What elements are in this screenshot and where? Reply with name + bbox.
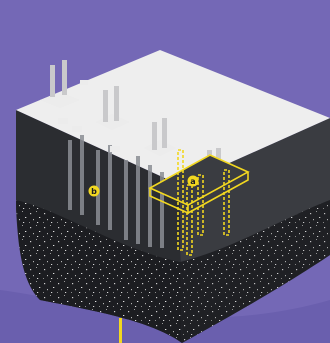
pile: [136, 156, 140, 244]
callout-label-b: b: [91, 187, 97, 196]
block-marker: [72, 126, 82, 132]
block-marker: [110, 146, 120, 152]
pile: [148, 165, 152, 247]
callout-label-a: a: [190, 177, 195, 186]
callout-marker-a: a: [188, 176, 199, 187]
highlight-indicator-line: [119, 318, 122, 343]
pile: [108, 145, 112, 230]
block-marker: [58, 118, 68, 124]
pile: [124, 160, 128, 240]
callout-marker-b: b: [89, 186, 100, 197]
pile: [68, 140, 72, 210]
pile: [80, 135, 84, 215]
